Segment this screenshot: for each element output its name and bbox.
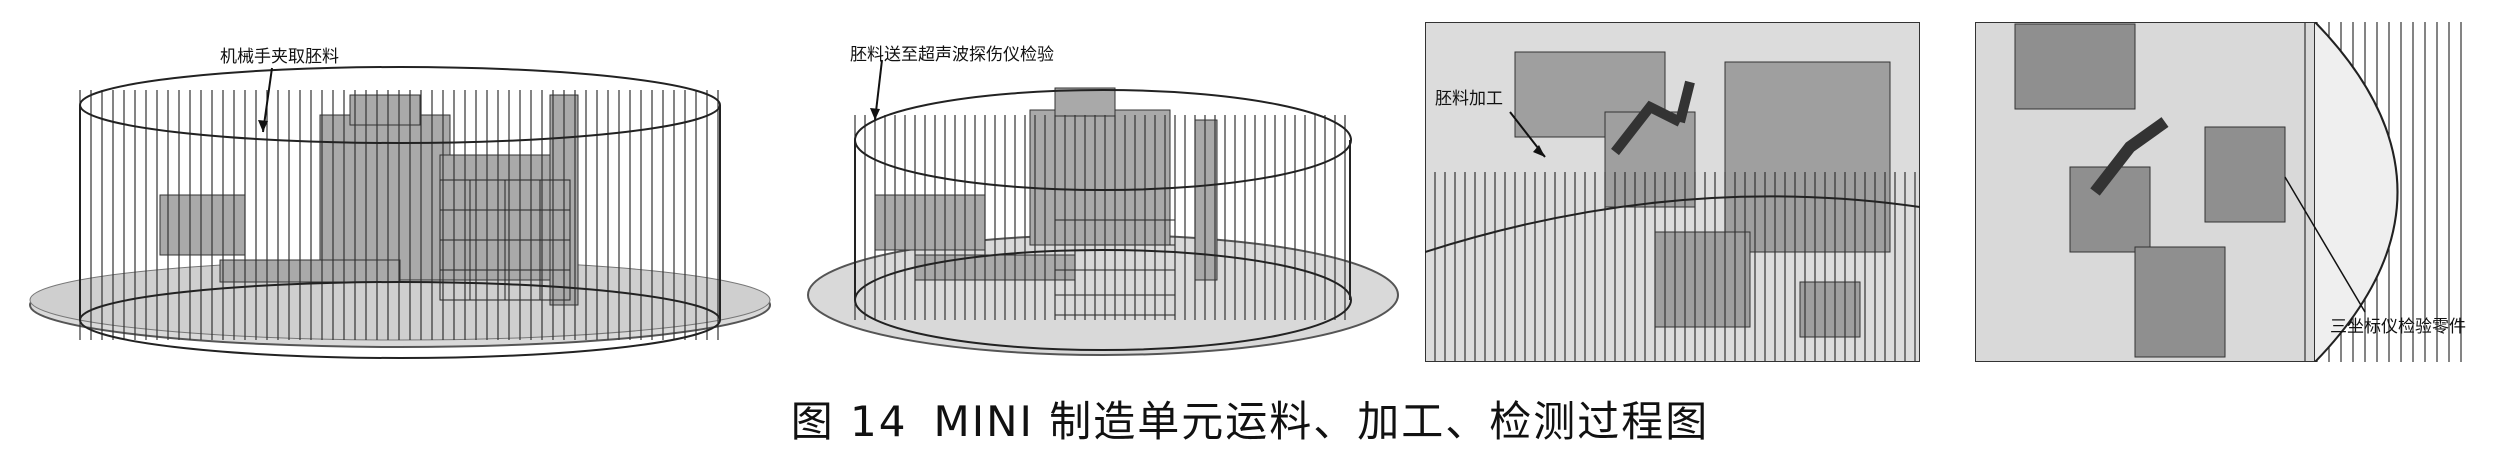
callout-gripper-picks-blank: 机械手夹取胚料 (220, 47, 339, 67)
callout-cmm-part-inspection: 三坐标仪检验零件 (2330, 317, 2466, 337)
panel-2-ultrasonic-inspection-render: 胚料送至超声波探伤仪检验 (795, 20, 1410, 360)
figure-number: 图 14 (790, 397, 908, 446)
panel-1-cell-overview-render: 机械手夹取胚料 (20, 20, 780, 360)
callout-blank-to-ultrasonic-tester: 胚料送至超声波探伤仪检验 (850, 45, 1054, 65)
panel-4-cmm-inspection-render: 三坐标仪检验零件 (1975, 22, 2480, 362)
figure-caption: 图 14 MINI 制造单元运料、加工、检测过程图 (0, 388, 2500, 449)
panel-3-machining-render: 胚料加工 (1425, 22, 1920, 362)
callout-blank-machining: 胚料加工 (1435, 89, 1503, 109)
figure-title: MINI 制造单元运料、加工、检测过程图 (933, 397, 1710, 446)
